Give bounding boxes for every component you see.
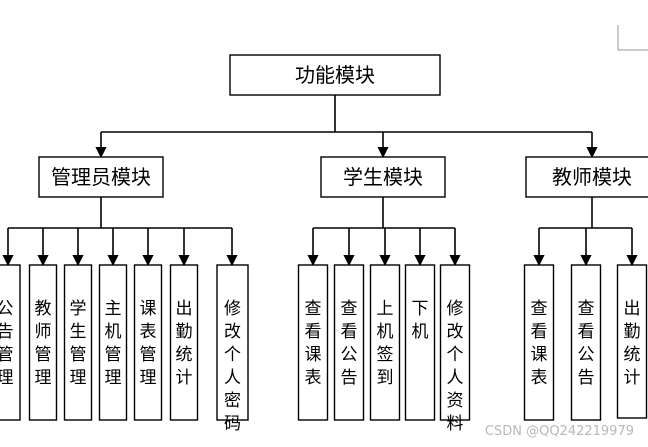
student-item-2-label: 上机签到 bbox=[377, 299, 394, 388]
admin-item-1: 教师管理 bbox=[28, 264, 58, 421]
student-item-1: 查看公告 bbox=[333, 264, 365, 421]
teacher-item-0-label: 查看课表 bbox=[531, 299, 548, 388]
student-item-2: 上机签到 bbox=[369, 264, 401, 421]
corner-mark bbox=[617, 25, 648, 51]
module-teacher: 教师模块 bbox=[525, 156, 648, 198]
admin-item-0: 公告管理 bbox=[0, 264, 21, 421]
admin-item-4-label: 课表管理 bbox=[140, 299, 157, 388]
module-teacher-label: 教师模块 bbox=[552, 165, 632, 189]
module-student-label: 学生模块 bbox=[343, 165, 423, 189]
watermark: CSDN @QQ242219979 bbox=[484, 424, 634, 439]
admin-item-3: 主机管理 bbox=[98, 264, 128, 421]
teacher-item-2: 出勤统计 bbox=[616, 264, 648, 419]
admin-item-5-label: 出勤统计 bbox=[176, 299, 193, 388]
module-admin: 管理员模块 bbox=[38, 156, 164, 198]
student-item-0: 查看课表 bbox=[297, 264, 329, 421]
module-student: 学生模块 bbox=[320, 156, 446, 198]
admin-item-1-label: 教师管理 bbox=[35, 299, 52, 388]
admin-item-6: 修改个人密码 bbox=[216, 264, 249, 434]
admin-item-5: 出勤统计 bbox=[169, 264, 199, 421]
root-node: 功能模块 bbox=[229, 54, 441, 96]
root-node-label: 功能模块 bbox=[295, 63, 375, 87]
student-item-4-label: 修改个人资料 bbox=[447, 299, 464, 434]
student-item-4: 修改个人资料 bbox=[439, 264, 471, 434]
admin-item-0-label: 公告管理 bbox=[0, 299, 14, 388]
teacher-item-0: 查看课表 bbox=[523, 264, 555, 421]
admin-item-3-label: 主机管理 bbox=[105, 299, 122, 388]
student-item-0-label: 查看课表 bbox=[305, 299, 322, 388]
teacher-item-1: 查看公告 bbox=[570, 264, 602, 421]
admin-item-4: 课表管理 bbox=[133, 264, 163, 421]
teacher-item-1-label: 查看公告 bbox=[578, 299, 595, 388]
admin-item-6-label: 修改个人密码 bbox=[224, 299, 241, 434]
student-item-3-label: 下机 bbox=[412, 299, 429, 342]
module-admin-label: 管理员模块 bbox=[51, 165, 151, 189]
admin-item-2: 学生管理 bbox=[63, 264, 93, 421]
admin-item-2-label: 学生管理 bbox=[70, 299, 87, 388]
student-item-3: 下机 bbox=[404, 264, 436, 421]
student-item-1-label: 查看公告 bbox=[341, 299, 358, 388]
teacher-item-2-label: 出勤统计 bbox=[624, 299, 641, 388]
